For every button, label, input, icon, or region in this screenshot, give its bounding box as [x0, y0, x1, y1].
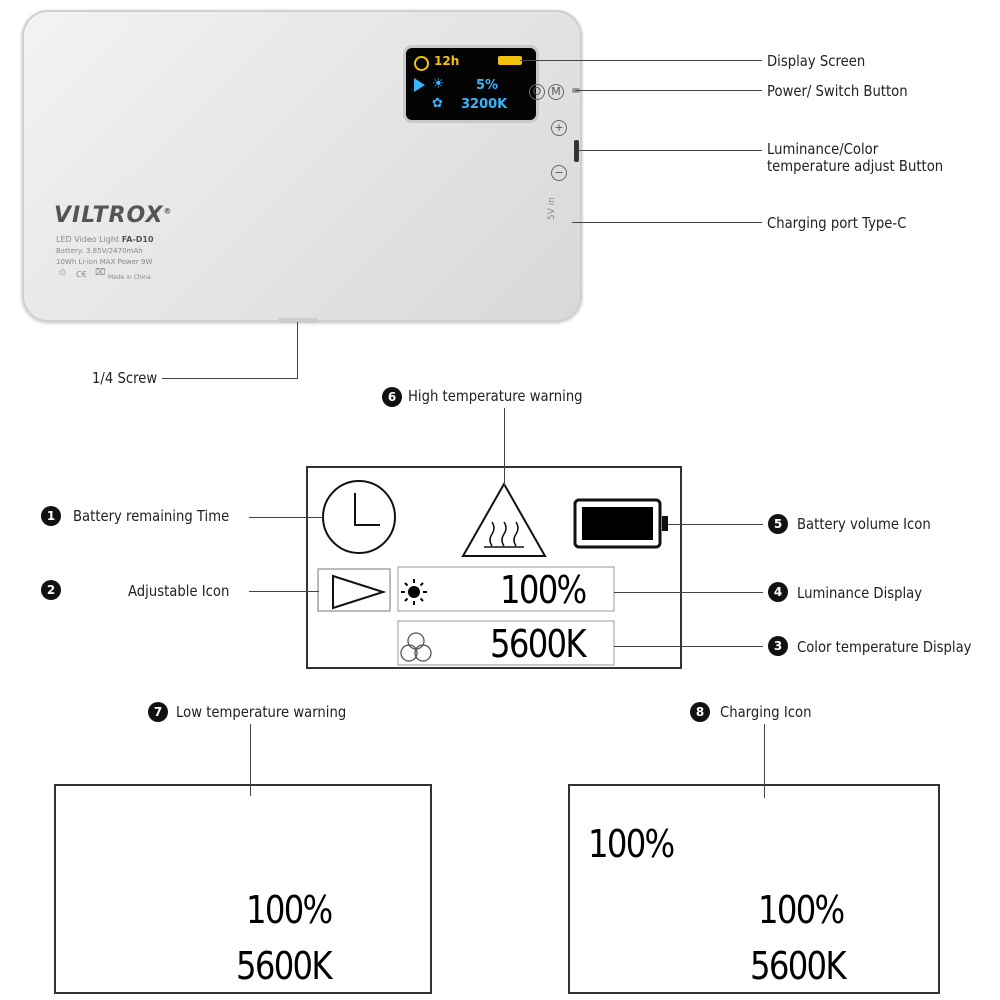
sun-icon	[401, 579, 427, 605]
charging-battery-percent: 100%	[588, 822, 675, 866]
oled-kelvin: 3200K	[461, 97, 508, 112]
ce-icon: C€	[76, 270, 87, 279]
badge-7: 7	[148, 702, 168, 722]
callout-display-screen: Display Screen	[767, 52, 866, 70]
oled-sun-icon: ☀	[432, 76, 445, 92]
charging-panel	[568, 784, 940, 994]
oled-percent: 5%	[476, 78, 499, 93]
oled-color-icon: ✿	[432, 96, 443, 111]
legend-high-temp: High temperature warning	[408, 387, 583, 405]
badge-4: 4	[768, 582, 788, 602]
badge-3: 3	[768, 636, 788, 656]
low-kelvin-value: 5600K	[236, 944, 333, 988]
legend-battery-volume: Battery volume Icon	[797, 515, 931, 533]
bin-icon: ⌧	[95, 268, 106, 278]
main-kelvin-value: 5600K	[490, 622, 587, 666]
recycle-icon: ♲	[58, 268, 67, 279]
oled-clock-icon	[414, 56, 429, 71]
badge-6: 6	[382, 387, 402, 407]
callout-power-switch: Power/ Switch Button	[767, 82, 908, 100]
badge-1: 1	[41, 506, 61, 526]
callout-charging-port: Charging port Type-C	[767, 214, 907, 232]
led-light-body: 12h ☀ 5% ✿ 3200K O M + − 5V in VILTROX® …	[22, 10, 582, 322]
badge-2: 2	[41, 580, 61, 600]
brand-logo: VILTROX®	[54, 203, 173, 228]
legend-color-temp: Color temperature Display	[797, 638, 972, 656]
callout-adjust-line1: Luminance/Color	[767, 140, 879, 158]
battery-spec: Battery: 3.85V/2470mAh	[56, 247, 143, 255]
model-line: LED Video Light FA-D10	[56, 235, 154, 244]
low-temp-panel	[54, 784, 432, 994]
clock-icon	[322, 480, 396, 554]
power-spec: 10Wh Li-ion MAX Power 9W	[56, 258, 153, 266]
badge-5: 5	[768, 514, 788, 534]
power-button[interactable]: O	[529, 84, 545, 100]
legend-battery-time: Battery remaining Time	[73, 507, 230, 525]
high-temp-warning-icon	[461, 481, 547, 557]
charging-luminance-value: 100%	[758, 888, 845, 932]
mode-button[interactable]: M	[548, 84, 564, 100]
display-screen: 12h ☀ 5% ✿ 3200K	[406, 48, 536, 120]
badge-8: 8	[690, 702, 710, 722]
legend-luminance: Luminance Display	[797, 584, 923, 602]
legend-adjustable: Adjustable Icon	[128, 582, 230, 600]
made-in: Made in China	[108, 274, 151, 281]
device-bottom-screw	[278, 318, 318, 323]
battery-full-icon	[573, 498, 668, 549]
charging-kelvin-value: 5600K	[750, 944, 847, 988]
legend-charging: Charging Icon	[720, 703, 812, 721]
oled-time: 12h	[434, 54, 460, 68]
main-luminance-value: 100%	[500, 568, 587, 612]
plus-button[interactable]: +	[551, 120, 567, 136]
legend-low-temp: Low temperature warning	[176, 703, 347, 721]
callout-adjust-line2: temperature adjust Button	[767, 157, 944, 175]
side-rocker[interactable]	[574, 140, 579, 162]
adjustable-play-icon	[332, 574, 387, 610]
callout-screw: 1/4 Screw	[92, 369, 158, 387]
oled-play-icon	[414, 78, 425, 92]
color-temp-icon	[400, 632, 432, 662]
minus-button[interactable]: −	[551, 165, 567, 181]
low-luminance-value: 100%	[246, 888, 333, 932]
